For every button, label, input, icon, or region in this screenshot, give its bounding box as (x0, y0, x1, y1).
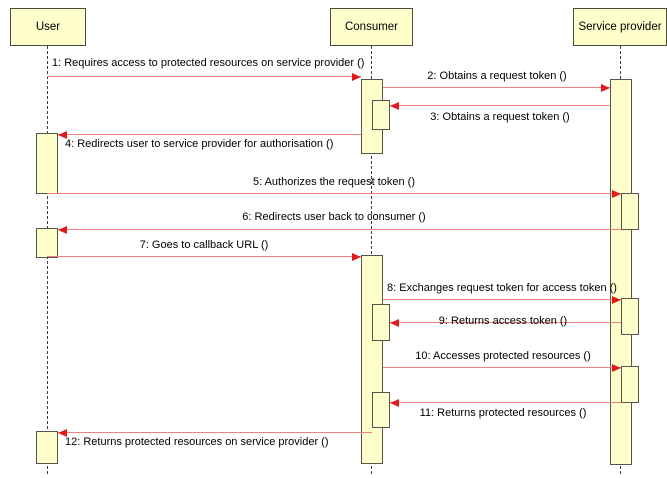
message-line-6[interactable] (58, 229, 621, 230)
message-line-8[interactable] (383, 299, 621, 300)
message-arrowhead-4 (58, 130, 67, 139)
activation-bar-consumer-a5[interactable] (372, 100, 390, 130)
message-arrowhead-12 (58, 428, 67, 437)
message-arrowhead-10 (612, 363, 621, 372)
message-label-8: 8: Exchanges request token for access to… (387, 282, 617, 294)
activation-bar-user-a2[interactable] (36, 228, 58, 258)
message-label-6: 6: Redirects user back to consumer () (242, 211, 426, 223)
activation-bar-consumer-a7[interactable] (372, 304, 390, 341)
participant-box-user[interactable]: User (10, 8, 86, 46)
activation-bar-user-a3[interactable] (36, 431, 58, 464)
message-line-1[interactable] (47, 76, 361, 77)
message-label-10: 10: Accesses protected resources () (415, 350, 591, 362)
message-arrowhead-8 (612, 295, 621, 304)
message-arrowhead-7 (352, 252, 361, 261)
message-label-4: 4: Redirects user to service provider fo… (65, 138, 334, 150)
message-line-2[interactable] (383, 87, 610, 88)
activation-bar-provider-a11[interactable] (621, 298, 639, 335)
message-line-12[interactable] (58, 432, 372, 433)
message-label-11: 11: Returns protected resources () (419, 407, 587, 419)
message-label-3: 3: Obtains a request token () (430, 111, 570, 123)
lifeline-user (47, 46, 48, 474)
participant-label-user: User (35, 20, 61, 33)
message-line-9[interactable] (390, 322, 621, 323)
message-arrowhead-2 (601, 83, 610, 92)
participant-box-consumer[interactable]: Consumer (330, 8, 413, 46)
message-label-9: 9: Returns access token () (438, 315, 568, 327)
message-arrowhead-9 (390, 318, 399, 327)
message-label-2: 2: Obtains a request token () (427, 70, 567, 82)
message-line-5[interactable] (47, 193, 621, 194)
message-label-5: 5: Authorizes the request token () (252, 176, 416, 188)
message-arrowhead-11 (390, 398, 399, 407)
participant-label-consumer: Consumer (344, 20, 399, 33)
message-arrowhead-1 (352, 72, 361, 81)
message-line-4[interactable] (58, 134, 361, 135)
activation-bar-consumer-a8[interactable] (372, 392, 390, 428)
message-line-11[interactable] (390, 402, 621, 403)
message-arrowhead-5 (612, 189, 621, 198)
activation-bar-provider-a10[interactable] (621, 193, 639, 230)
message-arrowhead-3 (390, 101, 399, 110)
activation-bar-provider-a12[interactable] (621, 366, 639, 403)
message-label-7: 7: Goes to callback URL () (139, 239, 269, 251)
message-line-7[interactable] (47, 256, 361, 257)
message-label-12: 12: Returns protected resources on servi… (65, 436, 329, 448)
message-arrowhead-6 (58, 225, 67, 234)
participant-box-provider[interactable]: Service provider (573, 8, 667, 46)
message-label-1: 1: Requires access to protected resource… (52, 57, 365, 69)
message-line-10[interactable] (383, 367, 621, 368)
message-line-3[interactable] (390, 105, 610, 106)
participant-label-provider: Service provider (578, 20, 662, 33)
